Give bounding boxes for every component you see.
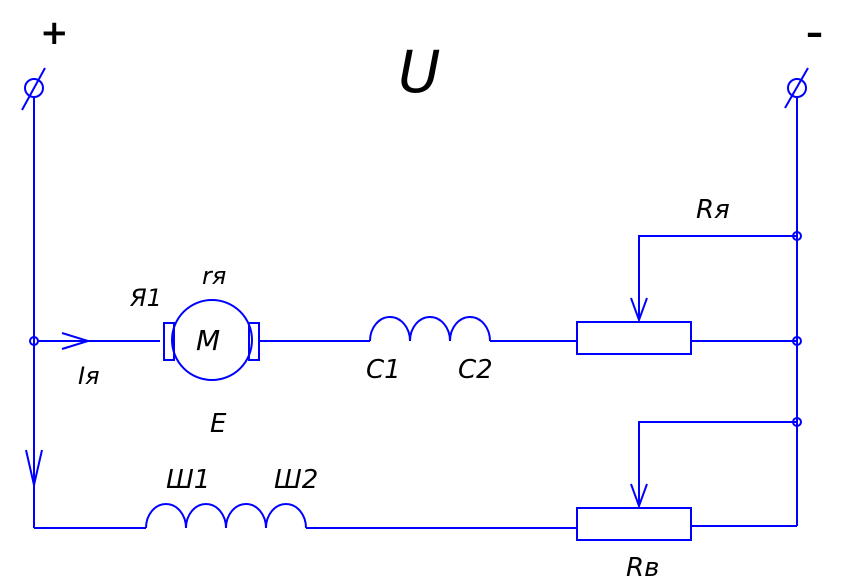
field-rheostat-slider bbox=[630, 421, 797, 509]
series-start-label: С1 bbox=[366, 355, 401, 385]
armature-rheostat-slider bbox=[630, 235, 797, 323]
right-node-upper bbox=[792, 231, 802, 241]
current-arrow bbox=[38, 332, 160, 350]
field-rheostat-label: Rв bbox=[626, 553, 659, 583]
armature-resistance-label: rя bbox=[202, 262, 226, 290]
plus-label: + bbox=[40, 13, 69, 53]
down-arrow bbox=[25, 449, 43, 486]
shunt-end-label: Ш2 bbox=[274, 465, 318, 495]
armature-terminal-label: Я1 bbox=[129, 284, 162, 312]
right-node-middle bbox=[792, 336, 802, 346]
emf-label: E bbox=[210, 409, 227, 439]
shunt-winding bbox=[145, 503, 307, 529]
series-end-label: С2 bbox=[458, 355, 493, 385]
armature-current-label: Iя bbox=[78, 362, 100, 390]
series-winding bbox=[369, 316, 491, 342]
field-rheostat bbox=[576, 507, 692, 541]
armature-rheostat bbox=[576, 321, 692, 355]
motor bbox=[163, 299, 260, 381]
voltage-label: U bbox=[398, 38, 440, 106]
armature-rheostat-label: Rя bbox=[696, 195, 730, 225]
shunt-start-label: Ш1 bbox=[166, 465, 210, 495]
motor-symbol-label: M bbox=[196, 324, 220, 357]
minus-label: – bbox=[806, 13, 823, 53]
